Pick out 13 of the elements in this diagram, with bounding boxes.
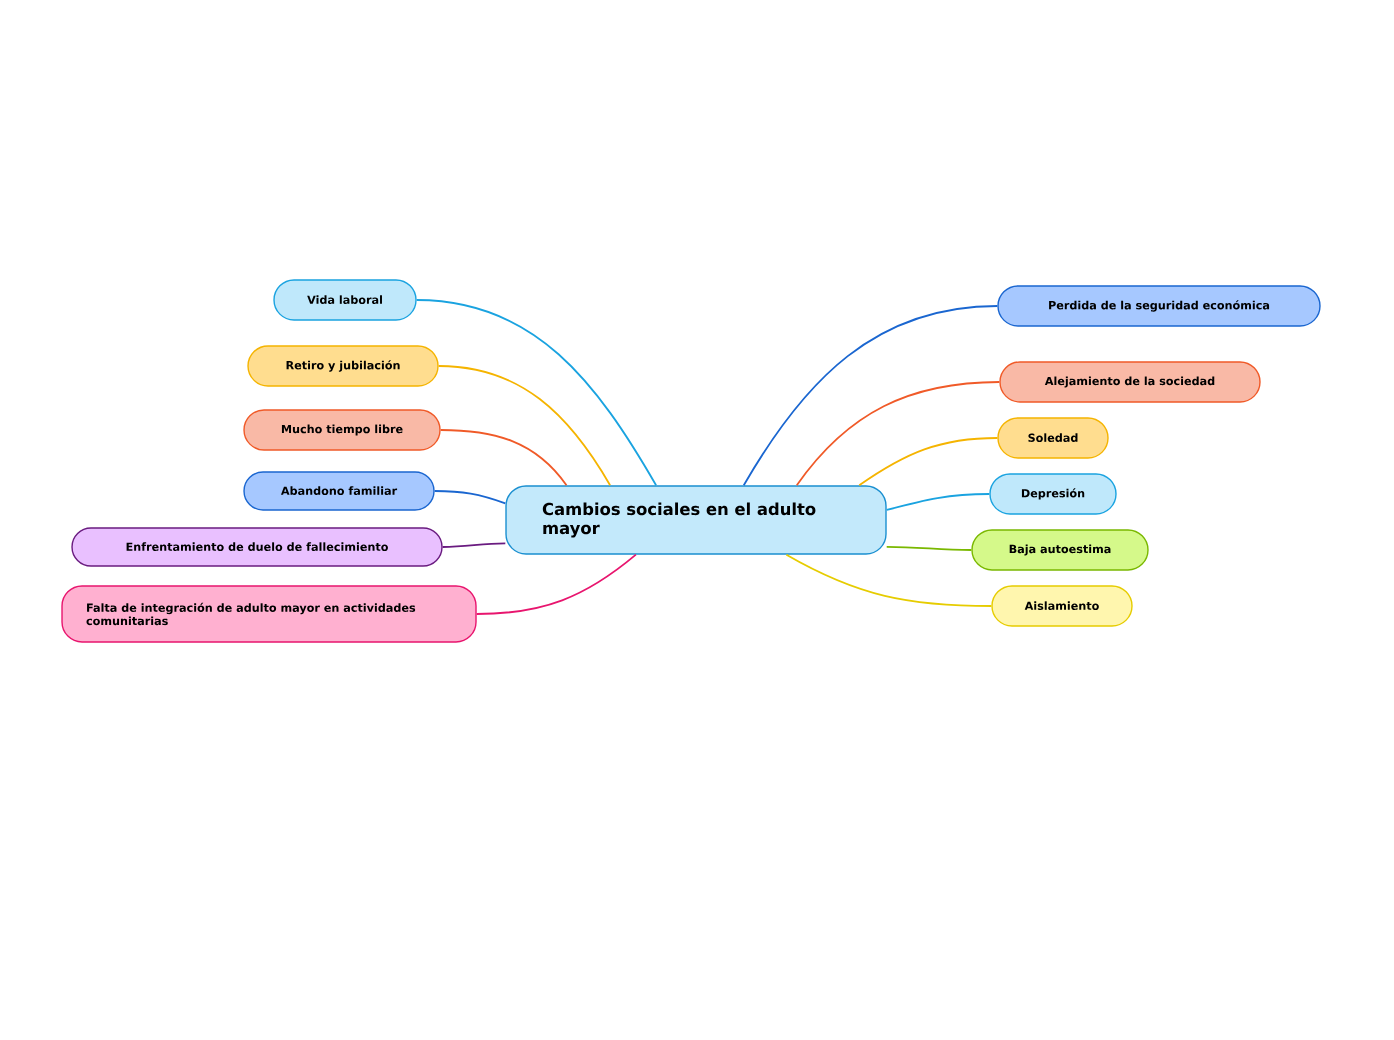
- branch-line: [439, 429, 568, 487]
- branch-line: [415, 299, 657, 487]
- branch-line: [742, 305, 999, 487]
- branch-line: [795, 381, 1001, 487]
- branch-line: [441, 542, 507, 548]
- topic-box: Cambios sociales en el adulto mayor: [505, 485, 887, 555]
- branch-line: [475, 553, 637, 615]
- branch-line: [785, 553, 993, 607]
- branch-line: [858, 437, 999, 487]
- branch-line: [437, 365, 611, 487]
- branch-line: [885, 545, 973, 551]
- branch-line: [885, 493, 991, 511]
- branch-line: [433, 490, 507, 505]
